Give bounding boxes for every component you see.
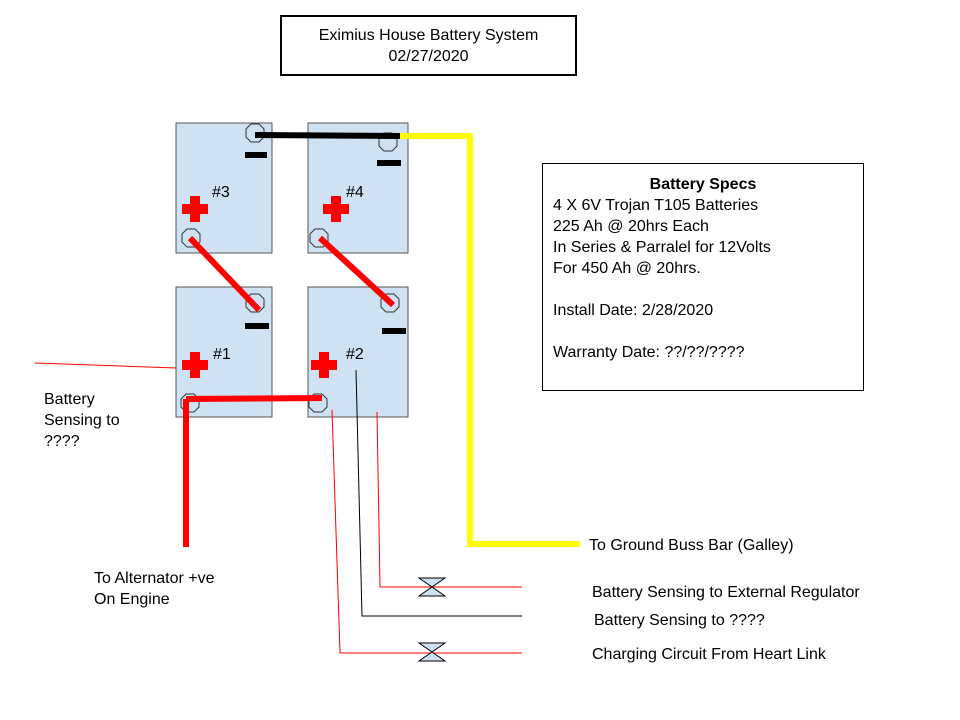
label-line: On Engine	[94, 591, 170, 608]
cable-3neg-to-4neg	[254, 132, 401, 139]
specs-line: 225 Ah @ 20hrs Each	[553, 218, 709, 235]
charging-circuit-wire	[331, 409, 522, 654]
sensing-external-label: Battery Sensing to External Regulator	[592, 584, 860, 601]
unknown-sense-wire	[355, 369, 522, 617]
specs-line: For 450 Ah @ 20hrs.	[553, 260, 701, 277]
battery-3-label: #3	[212, 184, 230, 201]
specs-line: 4 X 6V Trojan T105 Batteries	[553, 197, 759, 214]
charging-circuit-label: Charging Circuit From Heart Link	[592, 646, 826, 663]
label-line: To Alternator +ve	[94, 570, 215, 587]
title-date: 02/27/2020	[388, 48, 469, 65]
label-line: Battery	[44, 391, 95, 408]
battery-1-plus-icon	[182, 352, 208, 378]
charging-circuit-fuse-icon	[417, 642, 447, 662]
battery-3-minus-icon	[245, 152, 267, 158]
external-regulator-fuse-icon	[417, 577, 447, 597]
battery-2-minus-icon	[382, 328, 406, 334]
specs-heading: Battery Specs	[649, 176, 757, 193]
battery-3-plus-icon	[182, 196, 208, 222]
battery-4-plus-icon	[323, 196, 349, 222]
cable-3pos-to-1neg	[187, 235, 262, 313]
battery-sensing-left-label: Battery Sensing to ????	[44, 389, 120, 452]
title-line-1: Eximius House Battery System	[318, 27, 539, 44]
label-line: Sensing to	[44, 412, 120, 429]
battery-1-label: #1	[213, 346, 231, 363]
alternator-label: To Alternator +ve On Engine	[94, 568, 215, 610]
battery-2-label: #2	[346, 346, 364, 363]
specs-line: In Series & Parralel for 12Volts	[553, 239, 771, 256]
external-regulator-sense-wire	[376, 411, 522, 588]
battery-1-minus-icon	[245, 323, 269, 329]
battery-4-minus-icon	[377, 160, 401, 166]
left-sense-wire	[34, 362, 177, 369]
inline-fuses	[417, 577, 447, 662]
cable-4pos-to-2neg	[317, 235, 396, 308]
warranty-date: Warranty Date: ??/??/????	[553, 344, 745, 361]
battery-4-label: #4	[346, 184, 364, 201]
plus-signs	[182, 196, 349, 378]
ground-cable	[400, 133, 580, 547]
sense-wires	[34, 362, 522, 654]
sensing-unknown-label: Battery Sensing to ????	[594, 612, 765, 629]
battery-2-plus-icon	[311, 352, 337, 378]
title-box: Eximius House Battery System 02/27/2020	[280, 15, 577, 76]
minus-signs	[245, 152, 406, 334]
battery-specs-box: Battery Specs 4 X 6V Trojan T105 Batteri…	[542, 163, 864, 391]
cable-1pos-to-2pos	[185, 395, 323, 402]
label-line: ????	[44, 433, 80, 450]
install-date: Install Date: 2/28/2020	[553, 302, 714, 319]
heavy-cables	[183, 132, 580, 547]
ground-buss-label: To Ground Buss Bar (Galley)	[589, 537, 794, 554]
